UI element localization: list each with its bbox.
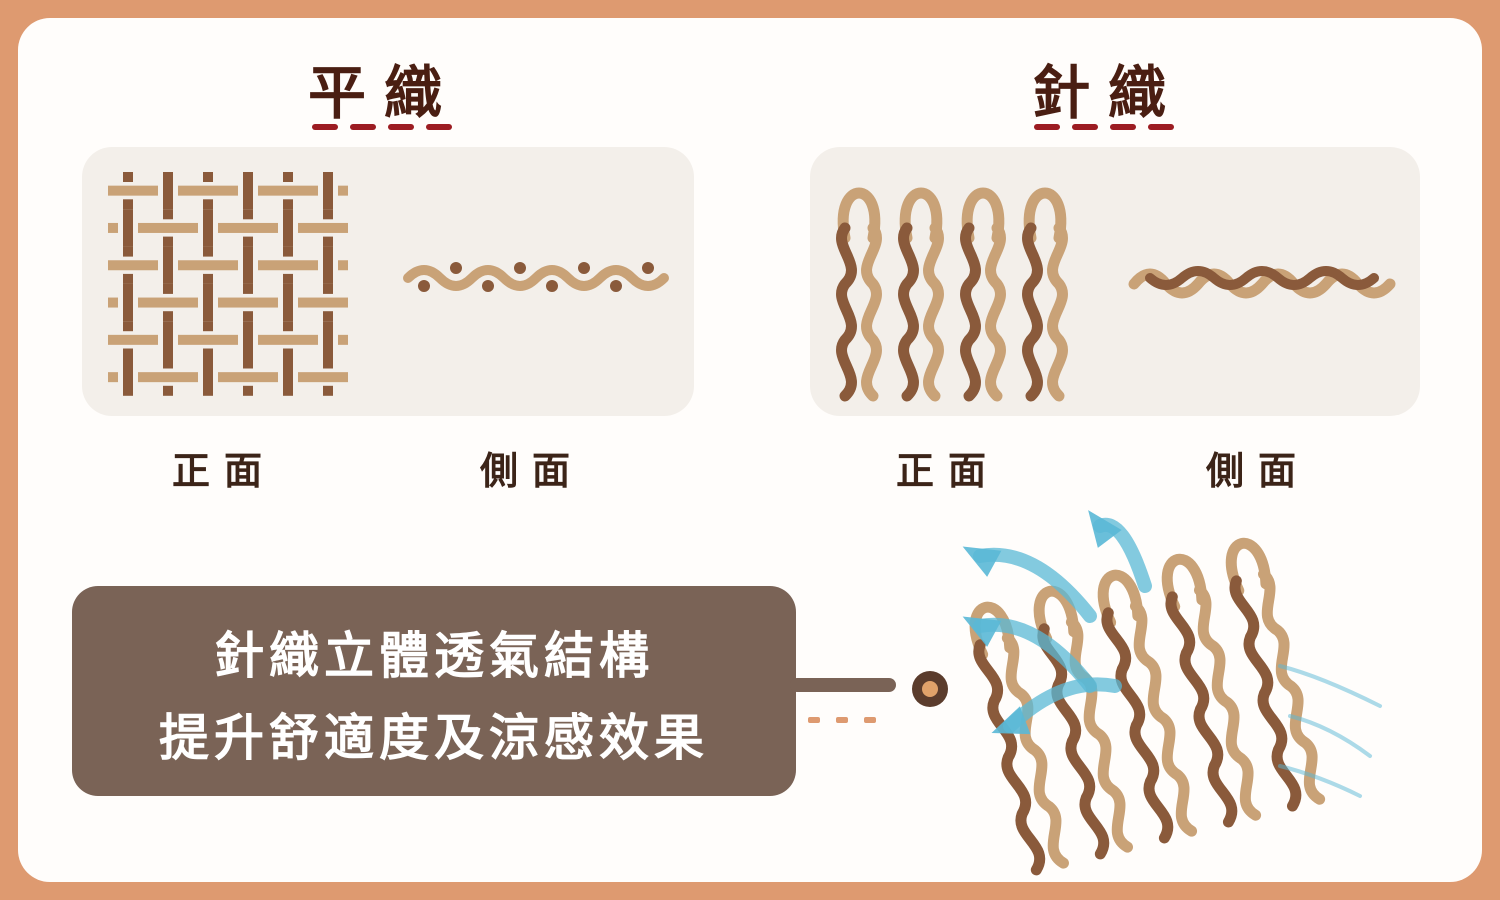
- plain-weave-wave-icon: [403, 262, 669, 292]
- callout-line-1: 針織立體透氣結構: [214, 627, 654, 685]
- knit-title: 針織: [1032, 59, 1185, 127]
- knit-airflow-illustration: [962, 510, 1382, 876]
- woven-front-label: 正面: [172, 449, 277, 493]
- knit-loops-icon: [836, 187, 1068, 402]
- woven-title: 平織: [308, 59, 461, 127]
- knit-wave-icon: [1128, 266, 1396, 299]
- plain-weave-grid-icon: [108, 172, 348, 396]
- callout-line-2: 提升舒適度及涼感效果: [159, 709, 709, 767]
- knit-front-label: 正面: [896, 449, 1001, 493]
- knit-side-label: 側面: [1206, 449, 1311, 493]
- woven-side-label: 側面: [480, 449, 585, 493]
- callout-box: 針織立體透氣結構 提升舒適度及涼感效果: [72, 586, 796, 796]
- airflow-arrows-icon: [962, 510, 1382, 798]
- callout-connector: [790, 678, 896, 692]
- connector-dot: [912, 671, 948, 707]
